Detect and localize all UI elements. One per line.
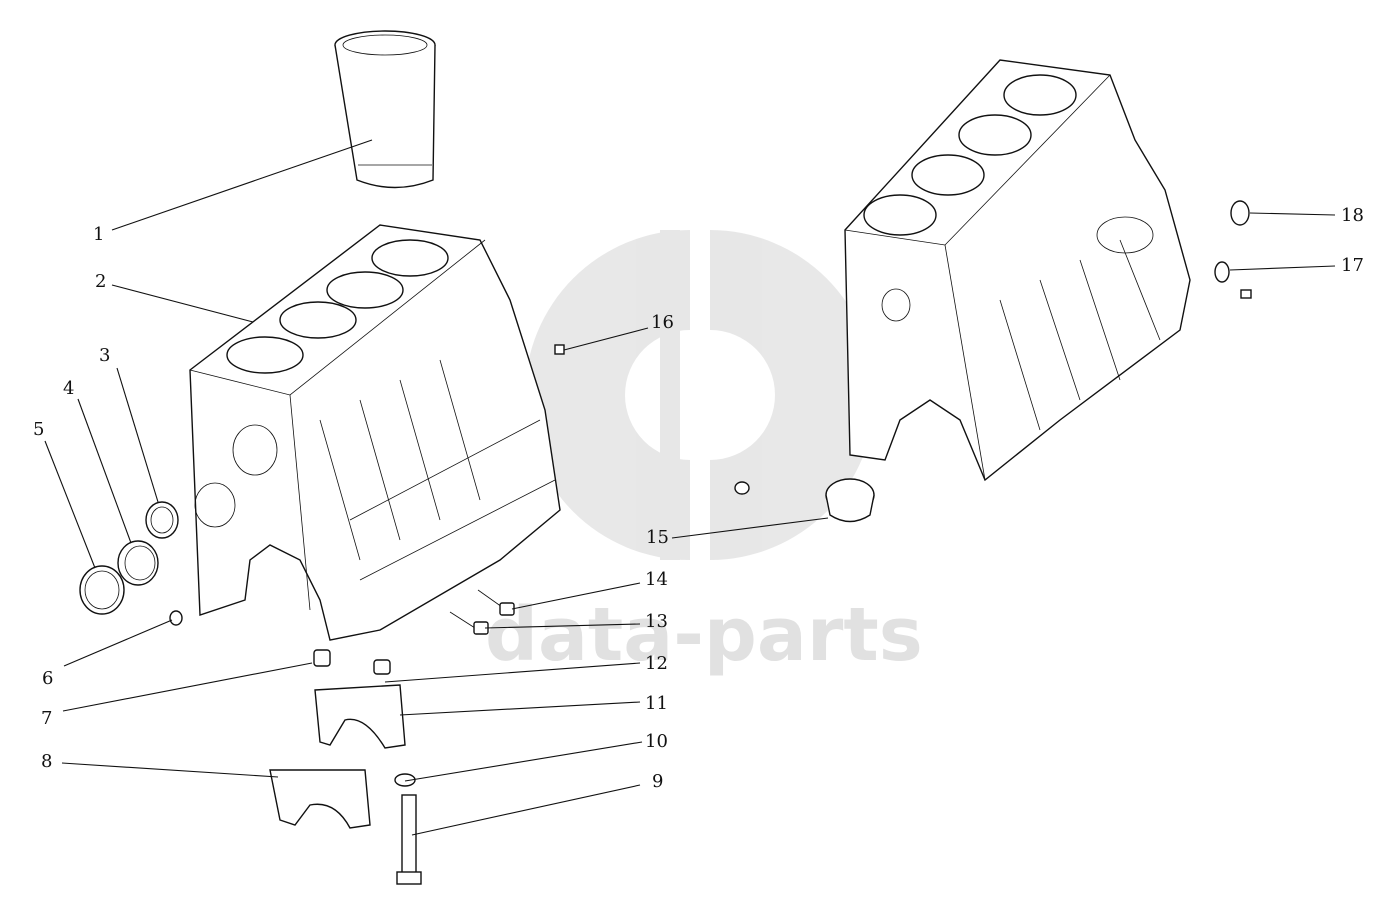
ring-part-3 <box>145 501 179 539</box>
callout-8[interactable]: 8 <box>41 751 52 772</box>
callout-11[interactable]: 11 <box>645 693 668 714</box>
ring-part-5 <box>79 565 125 615</box>
plug-part-16 <box>554 344 565 355</box>
callout-7[interactable]: 7 <box>41 708 52 729</box>
washer-part-10 <box>394 773 416 787</box>
seal-part-4 <box>117 540 159 586</box>
bearing-cap-part-8 <box>269 769 371 829</box>
cup-plug-part-15 <box>825 478 875 523</box>
plug-part-6 <box>169 610 183 626</box>
callout-15[interactable]: 15 <box>646 527 669 548</box>
callout-4[interactable]: 4 <box>63 378 74 399</box>
ring-part-18 <box>1230 200 1250 226</box>
dowel-part-12 <box>373 659 391 675</box>
bolt-part-9 <box>396 794 422 885</box>
callout-13[interactable]: 13 <box>645 611 668 632</box>
cylinder-liner <box>334 30 436 189</box>
watermark-text: data-parts <box>485 592 923 678</box>
leader-lines <box>44 139 1336 836</box>
callout-1[interactable]: 1 <box>93 224 104 245</box>
callout-12[interactable]: 12 <box>645 653 668 674</box>
nozzle-part-13 <box>449 611 489 635</box>
callout-14[interactable]: 14 <box>645 569 668 590</box>
callout-2[interactable]: 2 <box>95 271 106 292</box>
callout-10[interactable]: 10 <box>645 731 668 752</box>
cylinder-block-front-view <box>189 224 561 641</box>
nut-small <box>734 481 750 495</box>
callout-16[interactable]: 16 <box>651 312 674 333</box>
ring-part-17 <box>1214 261 1230 283</box>
bearing-cap-part-11 <box>314 684 406 749</box>
watermark-logo-icon <box>524 229 875 561</box>
callout-5[interactable]: 5 <box>33 419 44 440</box>
callout-6[interactable]: 6 <box>42 668 53 689</box>
cylinder-block-rear-view <box>844 59 1191 482</box>
callout-9[interactable]: 9 <box>652 771 663 792</box>
callout-18[interactable]: 18 <box>1341 205 1364 226</box>
callout-17[interactable]: 17 <box>1341 255 1364 276</box>
callout-3[interactable]: 3 <box>99 345 110 366</box>
dowel-part-7 <box>313 649 331 667</box>
plug-small-rear <box>1240 289 1252 299</box>
